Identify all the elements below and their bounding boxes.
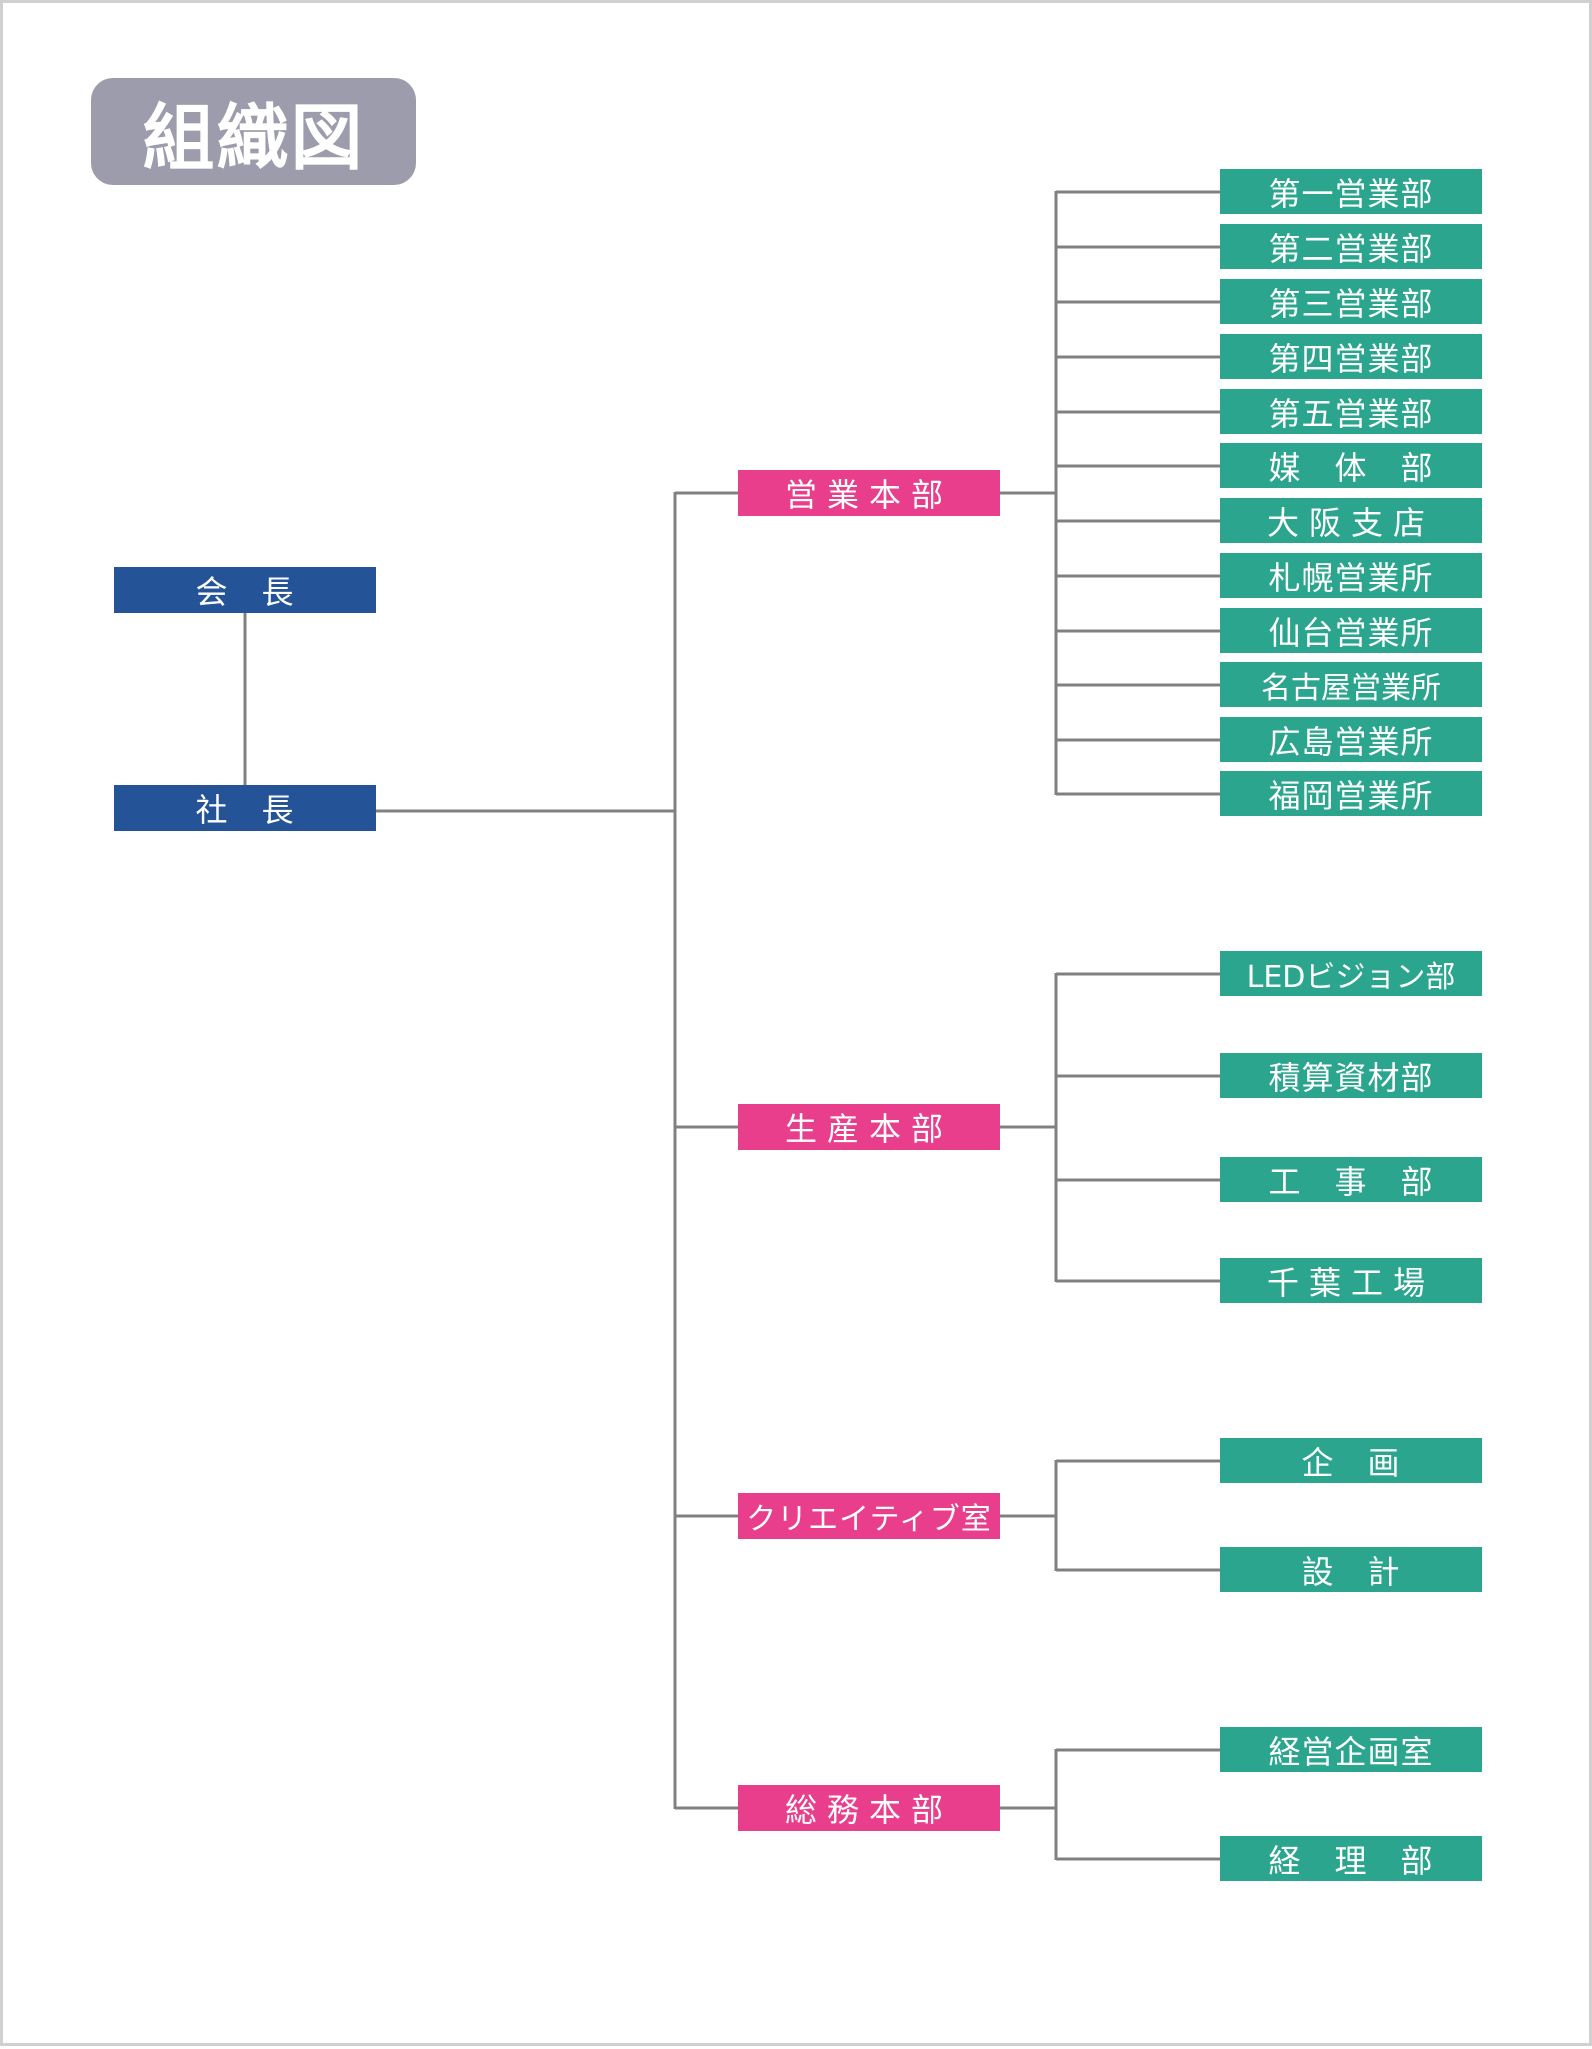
- connector-lines: [243, 190, 1220, 1861]
- dept-osaka-branch: 大阪支店: [1220, 498, 1482, 543]
- dept-sendai-office: 仙台営業所: [1220, 608, 1482, 653]
- dept-planning: 企 画: [1220, 1438, 1482, 1483]
- box-chairman: 会 長: [114, 567, 376, 613]
- dept-construction: 工 事 部: [1220, 1157, 1482, 1202]
- division-admin: 総務本部: [738, 1785, 1000, 1831]
- dept-corporate-planning: 経営企画室: [1220, 1727, 1482, 1772]
- dept-led-vision: LEDビジョン部: [1220, 951, 1482, 996]
- dept-media: 媒 体 部: [1220, 443, 1482, 488]
- dept-design: 設 計: [1220, 1547, 1482, 1592]
- dept-chiba-factory: 千葉工場: [1220, 1258, 1482, 1303]
- dept-hiroshima-office: 広島営業所: [1220, 717, 1482, 762]
- dept-accounting: 経 理 部: [1220, 1836, 1482, 1881]
- dept-estimation-materials: 積算資材部: [1220, 1053, 1482, 1098]
- dept-sales-1: 第一営業部: [1220, 169, 1482, 214]
- box-president: 社 長: [114, 785, 376, 831]
- dept-nagoya-office: 名古屋営業所: [1220, 662, 1482, 707]
- division-production: 生産本部: [738, 1104, 1000, 1150]
- dept-sales-3: 第三営業部: [1220, 279, 1482, 324]
- division-creative: クリエイティブ室: [738, 1493, 1000, 1539]
- dept-fukuoka-office: 福岡営業所: [1220, 771, 1482, 816]
- division-sales: 営業本部: [738, 470, 1000, 516]
- dept-sales-2: 第二営業部: [1220, 224, 1482, 269]
- dept-sales-5: 第五営業部: [1220, 389, 1482, 434]
- dept-sales-4: 第四営業部: [1220, 334, 1482, 379]
- dept-sapporo-office: 札幌営業所: [1220, 553, 1482, 598]
- page-title: 組織図: [91, 78, 416, 185]
